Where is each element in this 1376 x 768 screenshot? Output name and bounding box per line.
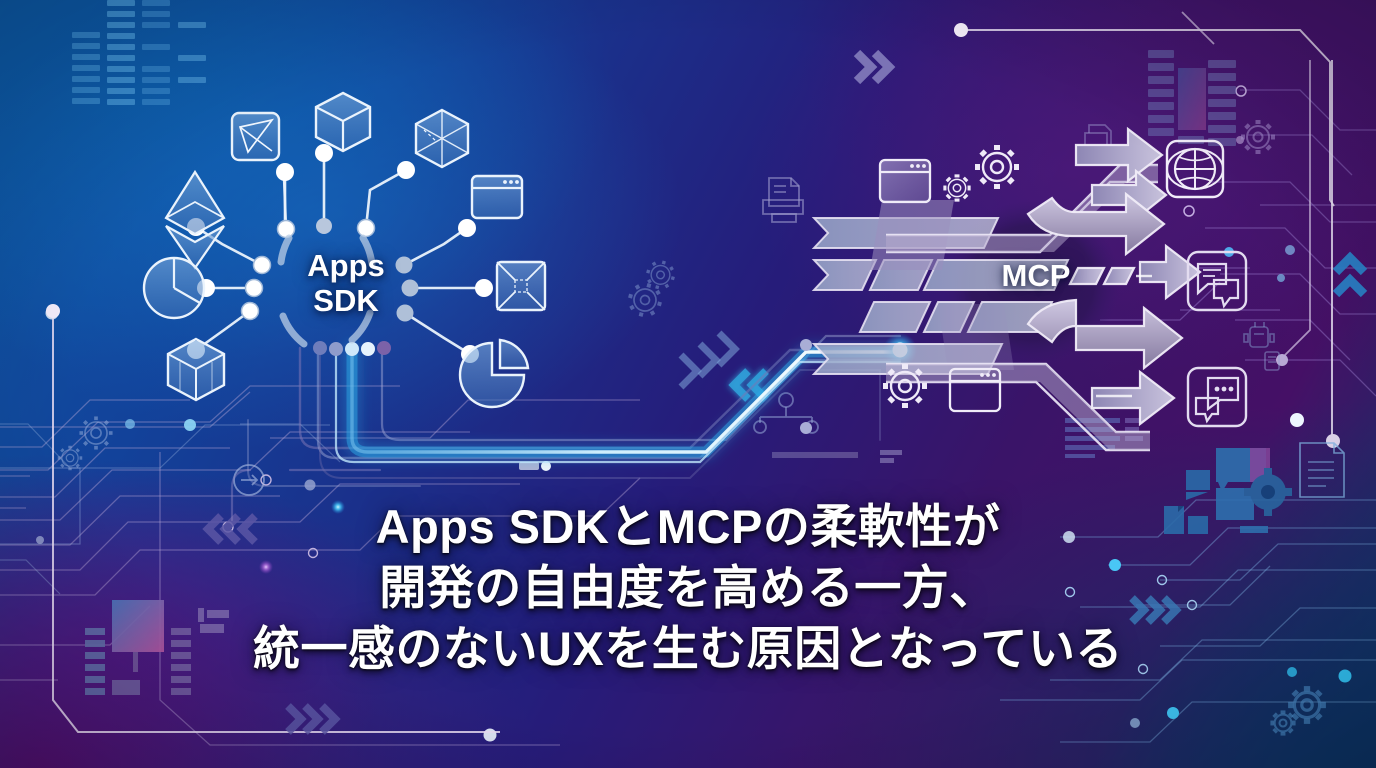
polygon-triangle-icon xyxy=(230,111,281,162)
chat-bubbles-icon xyxy=(1186,250,1248,312)
corner-frame-top-right xyxy=(960,29,1335,440)
browser-window-icon-bottom xyxy=(948,367,1002,413)
frame-node-top xyxy=(954,23,968,37)
dashboard-motif-right xyxy=(1164,442,1345,534)
pie-slice-icon xyxy=(458,338,530,409)
flow-node-lower xyxy=(800,422,812,434)
browser-window-icon-top xyxy=(878,158,932,204)
gear-top-right-outline xyxy=(1241,120,1275,154)
robot-icon xyxy=(1243,322,1275,348)
gear-pair-mid xyxy=(628,260,675,317)
data-bars-top-right xyxy=(1148,50,1236,146)
mcp-output-arrows xyxy=(1026,126,1202,427)
apps-sdk-hub-arcs xyxy=(277,234,376,348)
data-flow-lines xyxy=(230,334,906,522)
headline-line-2: 開発の自由度を高める一方、 xyxy=(379,561,997,615)
arrow-circle-icon xyxy=(233,464,265,496)
pie-chart-icon xyxy=(142,256,206,320)
circuit-node-dots-right xyxy=(1063,413,1352,728)
ethereum-diamond-icon xyxy=(164,169,226,270)
circuit-box-left xyxy=(0,467,81,545)
apps-sdk-nodes xyxy=(187,144,493,363)
gear-cluster-bottom-right xyxy=(1270,686,1326,736)
data-bars-top-left xyxy=(72,0,206,105)
headline-line-3: 統一感のないUXを生む原因となっている xyxy=(252,622,1124,676)
browser-window-icon-left xyxy=(470,174,524,220)
gear-icon-bottom xyxy=(883,364,927,408)
gear-icon-top xyxy=(943,145,1019,202)
flow-node-upper xyxy=(800,339,812,351)
isometric-box-icon xyxy=(166,337,226,402)
gear-cluster-bottom-left xyxy=(57,416,113,471)
chat-dots-icon xyxy=(1186,366,1248,428)
flow-origin-nodes xyxy=(313,341,391,356)
small-bar-indicator xyxy=(519,461,551,471)
corner-frame-inner-top-right xyxy=(1181,11,1311,359)
circuit-traces-top-right xyxy=(1100,89,1376,397)
code-block-indicator xyxy=(772,450,902,463)
hexagon-wireframe-icon xyxy=(414,108,470,169)
node-square-icon xyxy=(495,260,547,312)
frame-node-bottom-left xyxy=(46,304,60,318)
printer-icon xyxy=(762,177,804,223)
chip-module-icon xyxy=(85,600,229,695)
server-icon xyxy=(1264,351,1280,371)
globe-icon xyxy=(1165,139,1225,199)
cube-3d-icon xyxy=(314,91,372,153)
slide-headline: Apps SDKとMCPの柔軟性が 開発の自由度を高める一方、 統一感のないUX… xyxy=(0,496,1376,679)
headline-line-1: Apps SDKとMCPの柔軟性が xyxy=(375,500,1001,553)
